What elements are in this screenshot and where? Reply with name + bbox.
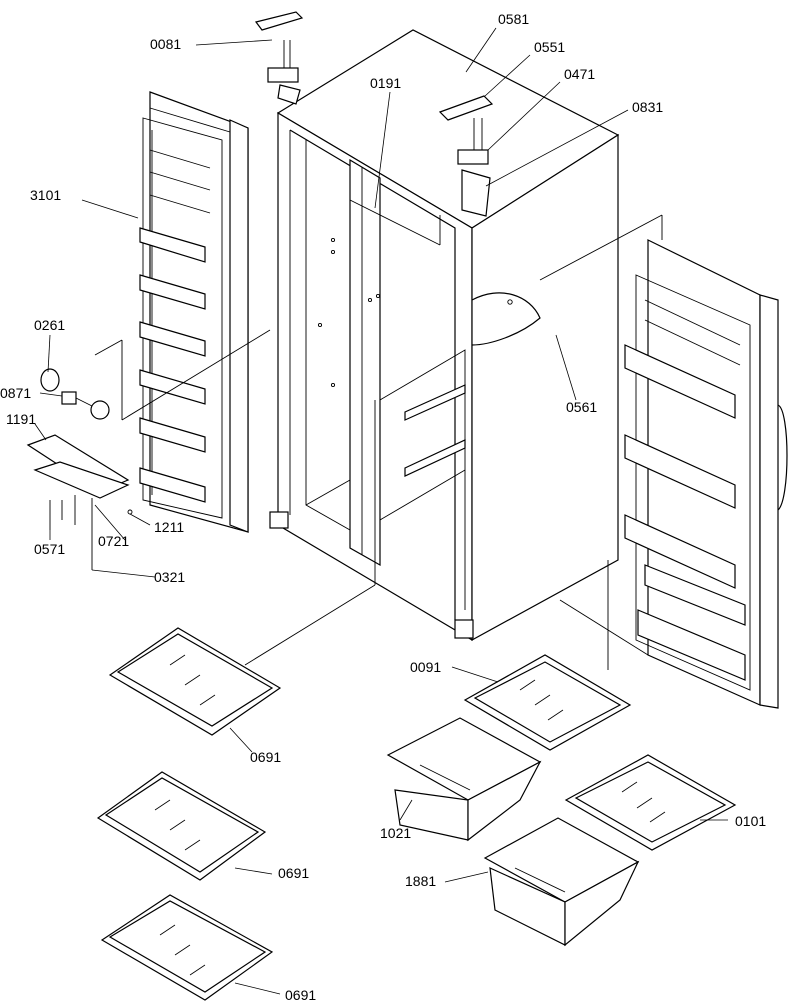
crisper-assembly — [386, 560, 737, 947]
top-hinges — [254, 11, 494, 217]
label-0101: 0101 — [735, 813, 766, 829]
label-0571: 0571 — [34, 541, 65, 557]
label-0081: 0081 — [150, 36, 181, 52]
fresh-food-door — [539, 214, 788, 709]
label-1191: 1191 — [6, 411, 36, 427]
freezer-door-bins — [139, 149, 211, 503]
label-0191: 0191 — [370, 75, 401, 91]
callout-leaders — [34, 27, 728, 995]
label-1881: 1881 — [405, 873, 436, 889]
label-0091: 0091 — [410, 659, 441, 675]
label-0691-bottom: 0691 — [285, 987, 316, 1003]
label-0721: 0721 — [98, 533, 129, 549]
label-0691-top: 0691 — [250, 749, 281, 765]
light-assembly — [26, 368, 133, 570]
label-1211: 1211 — [154, 519, 184, 535]
label-0691-middle: 0691 — [278, 865, 309, 881]
label-0831: 0831 — [632, 99, 663, 115]
refrigerator-cabinet — [269, 29, 620, 642]
label-0551: 0551 — [534, 39, 565, 55]
label-0261: 0261 — [34, 317, 65, 333]
callout-labels: 0081 0581 0551 0471 0831 0191 3101 0261 … — [0, 11, 766, 1003]
label-1021: 1021 — [380, 825, 411, 841]
glass-shelves-left — [96, 400, 376, 1001]
label-0871: 0871 — [0, 385, 31, 401]
label-3101: 3101 — [30, 187, 61, 203]
label-0471: 0471 — [564, 66, 595, 82]
fresh-food-door-bins — [624, 299, 746, 681]
label-0561: 0561 — [566, 399, 597, 415]
freezer-door — [94, 91, 271, 533]
label-0581: 0581 — [498, 11, 529, 27]
label-0321: 0321 — [154, 569, 185, 585]
